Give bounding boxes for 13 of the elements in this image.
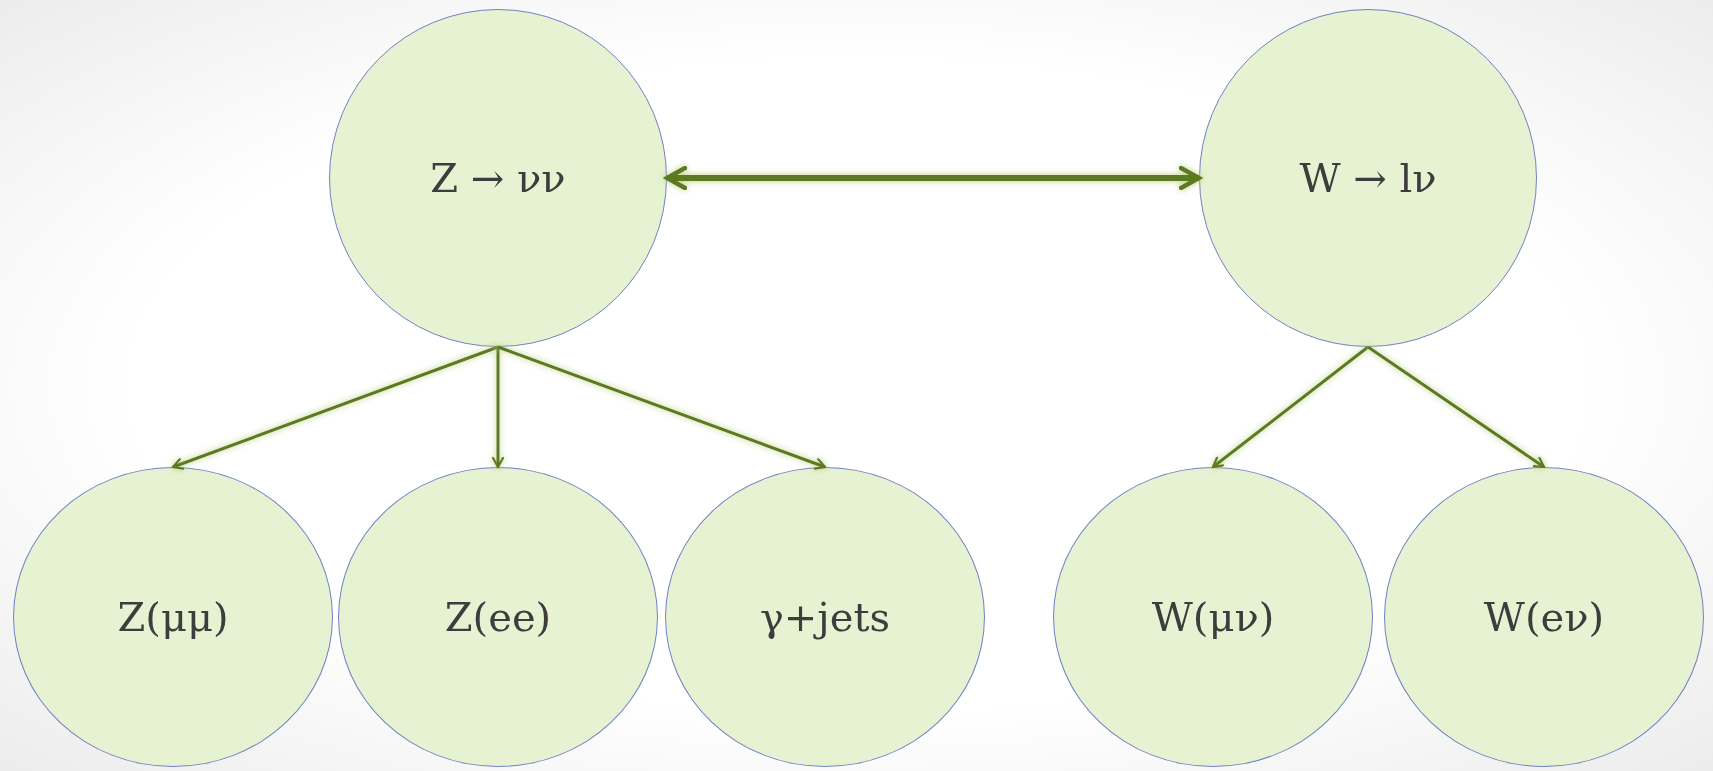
arrow xyxy=(171,345,499,470)
node-label: γ+jets xyxy=(759,594,891,640)
arrow xyxy=(1367,345,1546,469)
arrow xyxy=(491,347,505,469)
node-label: W(eν) xyxy=(1483,594,1605,640)
arrow xyxy=(497,345,827,470)
node-label: W(μν) xyxy=(1151,594,1275,640)
arrow xyxy=(664,165,1202,191)
node-label: Z → νν xyxy=(430,155,566,201)
node-label: W → lν xyxy=(1299,155,1437,201)
node-label: Z(ee) xyxy=(444,594,552,640)
arrow xyxy=(1211,345,1369,469)
node-label: Z(μμ) xyxy=(117,594,229,640)
